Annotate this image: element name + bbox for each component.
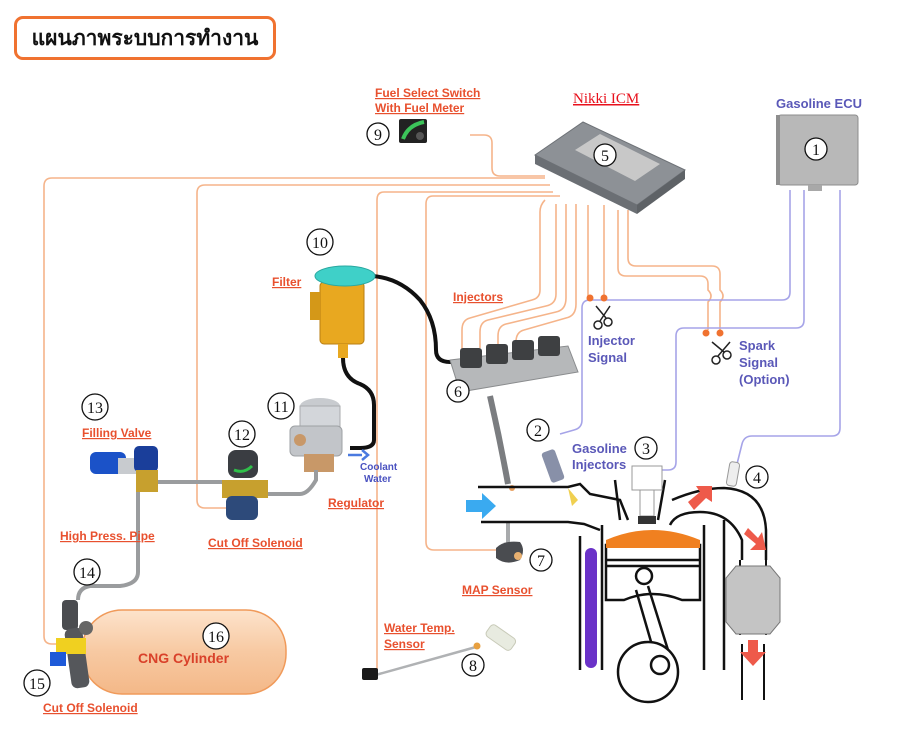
label-spark-signal-3: (Option) [739, 372, 790, 387]
label-cut-off-solenoid-2: Cut Off Solenoid [43, 701, 138, 715]
badge-14: 14 [79, 565, 95, 582]
badge-4: 4 [753, 470, 761, 487]
scissors-icon-injector [593, 305, 613, 330]
filling-valve [90, 446, 158, 492]
badge-13: 13 [87, 400, 103, 417]
label-high-press-pipe: High Press. Pipe [60, 529, 155, 543]
coolant-jacket [585, 548, 597, 668]
fuel-meter-icon [399, 119, 427, 143]
water-temp-sensor [362, 624, 517, 680]
wire-to-map-sensor [425, 195, 560, 551]
ignition-coil [631, 465, 663, 524]
label-coolant-1: Coolant [360, 462, 398, 473]
signal-tap-dots [586, 294, 724, 337]
badge-2: 2 [534, 423, 542, 440]
wire-to-cylinder-solenoid [43, 177, 545, 645]
label-nikki-icm: Nikki ICM [573, 91, 639, 107]
intake-arrow-icon [466, 493, 496, 519]
badge-9: 9 [374, 127, 382, 144]
label-gasoline-injectors-1: Gasoline [572, 441, 627, 456]
exhaust-arrow-icon-2 [744, 528, 766, 550]
label-cut-off-solenoid-1: Cut Off Solenoid [208, 536, 303, 550]
engine-cutaway [478, 479, 768, 704]
wire-to-water-temp [376, 191, 553, 672]
label-cng-cylinder: CNG Cylinder [138, 650, 230, 666]
label-gasoline-injectors-2: Injectors [572, 457, 626, 472]
injector-rail [449, 336, 579, 491]
ecu-wiring [559, 190, 841, 471]
combustion-chamber [606, 530, 700, 548]
oxygen-sensor [725, 461, 741, 487]
label-injectors: Injectors [453, 290, 503, 304]
badge-6: 6 [454, 384, 462, 401]
badge-3: 3 [642, 441, 650, 458]
regulator-unit [289, 398, 370, 472]
label-regulator: Regulator [328, 496, 384, 510]
label-spark-signal-1: Spark [739, 338, 776, 353]
scissors-icon-spark [711, 341, 732, 365]
flow-arrows [466, 486, 766, 666]
badge-7: 7 [537, 553, 545, 570]
filter-unit [310, 265, 460, 450]
label-injector-signal-1: Injector [588, 333, 635, 348]
badge-8: 8 [469, 658, 477, 675]
gasoline-injector [541, 449, 578, 506]
icm-wiring [43, 134, 724, 672]
exhaust-out-arrow-icon [740, 640, 766, 666]
label-injector-signal-2: Signal [588, 350, 627, 365]
number-badges [23, 122, 828, 697]
diagram-title: แผนภาพระบบการทำงาน [14, 16, 276, 60]
badge-16: 16 [208, 629, 224, 646]
label-filter: Filter [272, 275, 302, 289]
label-water-temp-1: Water Temp. [384, 621, 455, 635]
wire-injector-signal [559, 190, 791, 435]
label-coolant-2: Water [364, 474, 392, 485]
cylinder-cut-off-valve [50, 600, 93, 689]
badge-10: 10 [312, 235, 328, 252]
map-sensor [496, 522, 523, 563]
label-fuel-switch-1: Fuel Select Switch [375, 86, 480, 100]
label-spark-signal-2: Signal [739, 355, 778, 370]
label-fuel-switch-2: With Fuel Meter [375, 101, 465, 115]
label-filling-valve: Filling Valve [82, 426, 152, 440]
label-gasoline-ecu: Gasoline ECU [776, 96, 862, 111]
badge-1: 1 [812, 142, 820, 159]
wire-o2-sensor [736, 190, 841, 465]
badge-5: 5 [601, 148, 609, 165]
catalytic-converter [725, 560, 781, 700]
nikki-icm-unit [534, 121, 686, 214]
label-water-temp-2: Sensor [384, 637, 425, 651]
badge-11: 11 [273, 399, 288, 416]
badge-12: 12 [234, 427, 250, 444]
wire-to-fuel-switch [470, 134, 545, 177]
cut-off-solenoid-valve [222, 450, 268, 520]
badge-15: 15 [29, 676, 45, 693]
label-map-sensor: MAP Sensor [462, 583, 533, 597]
exhaust-arrow-icon [688, 486, 712, 510]
wire-spark-signal [652, 190, 805, 471]
wire-to-cut-off-solenoid [196, 184, 550, 509]
